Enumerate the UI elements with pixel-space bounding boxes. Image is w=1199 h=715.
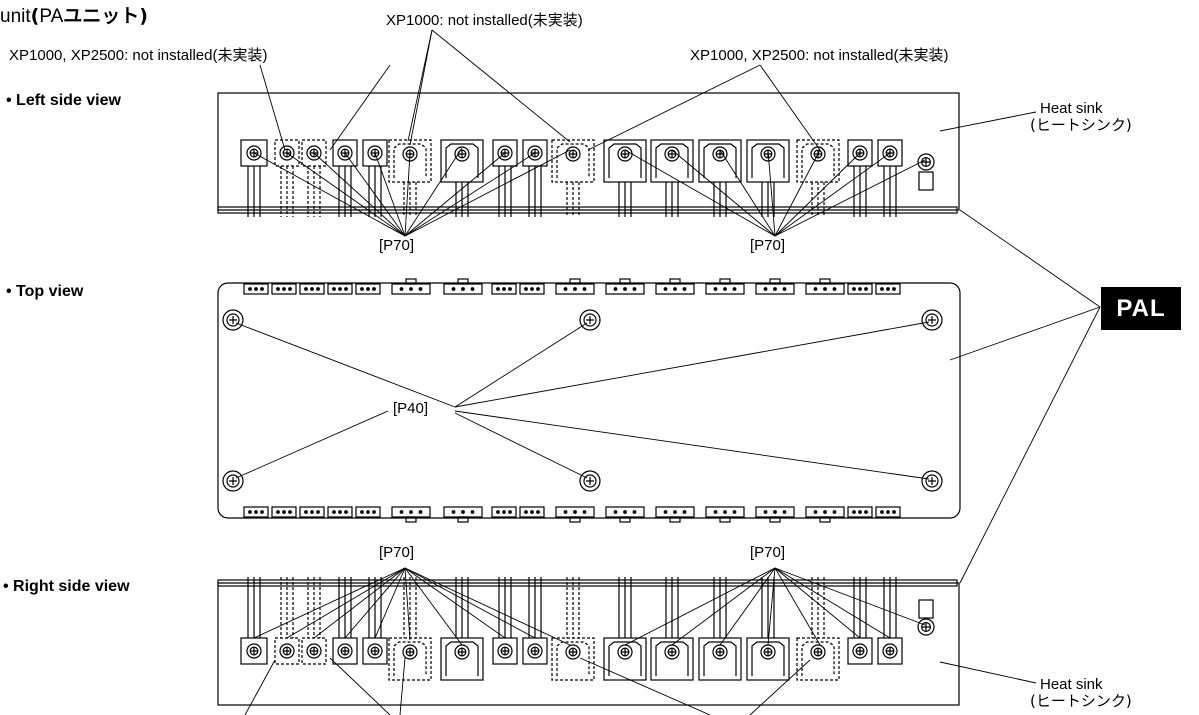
connector (847, 283, 873, 295)
title-japanese: ユニット (63, 5, 140, 27)
connector (243, 283, 269, 295)
screw-icon (402, 644, 418, 660)
connector (327, 283, 353, 295)
view-label-top: • Top view (6, 283, 84, 300)
label-xp1000-xp2500-left: XP1000, XP2500: not installed(未実装) (9, 47, 268, 64)
screws-top-view (222, 309, 943, 492)
title-paren-close: ) (139, 5, 148, 27)
connector (519, 283, 545, 295)
title-prefix: unit (0, 6, 31, 27)
label-heat-sink-top-ja: (ヒートシンク) (1030, 116, 1132, 134)
label-heat-sink-bottom: Heat sink (1040, 676, 1103, 693)
connector (875, 506, 901, 518)
screw-icon (617, 644, 633, 660)
screw-icon (579, 309, 601, 331)
view-label-left: • Left side view (6, 92, 121, 109)
connector (355, 506, 381, 518)
connectors-top-view (243, 278, 901, 295)
screw-icon (454, 644, 470, 660)
title-ascii: PA (39, 6, 64, 27)
pal-badge: PAL (1101, 287, 1181, 330)
label-xp1000-not-installed: XP1000: not installed(未実装) (386, 12, 583, 29)
connectors-bottom-top-view (243, 506, 901, 523)
connector (243, 506, 269, 518)
connector (491, 506, 517, 518)
label-p40: [P40] (393, 400, 429, 417)
screw-icon (222, 309, 244, 331)
label-heat-sink-bottom-ja: (ヒートシンク) (1030, 692, 1132, 710)
screw-icon (279, 643, 295, 659)
screw-icon (565, 146, 581, 162)
screw-icon (565, 644, 581, 660)
screw-icon (712, 146, 728, 162)
screw-icon (760, 644, 776, 660)
connector (327, 506, 353, 518)
connector (299, 506, 325, 518)
screw-icon (852, 643, 868, 659)
screw-icon (882, 643, 898, 659)
connector (875, 283, 901, 295)
label-p70-top-right: [P70] (750, 237, 786, 254)
screw-icon (497, 643, 513, 659)
title-paren-open: ( (30, 5, 40, 27)
label-p70-bottom-right: [P70] (750, 544, 786, 561)
connector (847, 506, 873, 518)
connector (271, 283, 297, 295)
connector (519, 506, 545, 518)
screw-icon (246, 643, 262, 659)
terminal (918, 599, 934, 619)
screw-icon (579, 470, 601, 492)
screw-icon (921, 309, 943, 331)
label-xp1000-xp2500-right: XP1000, XP2500: not installed(未実装) (690, 47, 949, 64)
screw-icon (222, 470, 244, 492)
screw-icon (454, 146, 470, 162)
connector (299, 283, 325, 295)
terminal (918, 171, 934, 191)
connector (491, 283, 517, 295)
screw-icon (917, 618, 935, 636)
connector (355, 283, 381, 295)
leader-lines (235, 29, 1101, 715)
components-right-view (240, 577, 935, 681)
label-heat-sink-top: Heat sink (1040, 100, 1103, 117)
page-title: unit(PAユニット) (0, 5, 148, 27)
connector (271, 506, 297, 518)
screw-icon (367, 643, 383, 659)
label-p70-top-left: [P70] (379, 237, 415, 254)
view-label-right: • Right side view (3, 578, 130, 595)
pcb-top-view (217, 282, 961, 519)
label-p70-bottom-left: [P70] (379, 544, 415, 561)
screw-icon (664, 644, 680, 660)
screw-icon (306, 643, 322, 659)
screw-icon (921, 470, 943, 492)
components-left-view (240, 139, 935, 217)
screw-icon (527, 643, 543, 659)
screw-icon (810, 644, 826, 660)
screw-icon (617, 146, 633, 162)
screw-icon (712, 644, 728, 660)
screw-icon (337, 643, 353, 659)
